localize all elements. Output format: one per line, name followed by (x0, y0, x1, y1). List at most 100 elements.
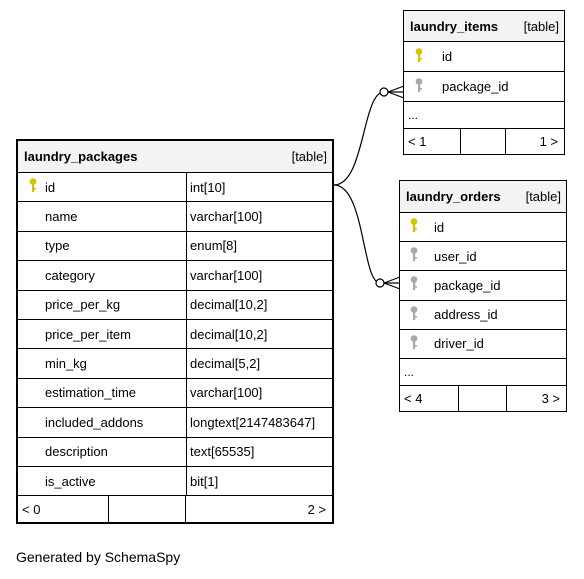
column-type: decimal[5,2] (186, 349, 332, 378)
column-row-package-id[interactable]: package_id (404, 72, 564, 102)
column-name-cell: price_per_kg (18, 291, 186, 319)
foreign-key-icon (410, 335, 418, 353)
footer-parents-count: 2 > (307, 501, 326, 517)
column-name-cell: estimation_time (18, 379, 186, 407)
crowsfoot-items-icon (379, 85, 405, 99)
table-footer: < 1 1 > (404, 129, 564, 154)
column-name: package_id (434, 277, 501, 293)
table-type: [table] (525, 189, 561, 204)
column-row-id[interactable]: id (404, 42, 564, 72)
primary-key-icon (410, 218, 418, 236)
column-name-cell: package_id (400, 271, 566, 299)
table-name: laundry_packages (24, 149, 138, 164)
column-name: estimation_time (45, 385, 137, 401)
column-name-cell: id (18, 173, 186, 201)
column-row-estimation-time[interactable]: estimation_time varchar[100] (18, 378, 332, 409)
foreign-key-icon (410, 276, 418, 294)
column-row-price-per-kg[interactable]: price_per_kg decimal[10,2] (18, 290, 332, 320)
column-name: description (45, 444, 108, 460)
column-name-cell: min_kg (18, 349, 186, 377)
column-row-user-id[interactable]: user_id (400, 242, 566, 272)
footer-children-count: < 0 (18, 496, 109, 523)
table-footer: < 0 2 > (18, 496, 332, 523)
column-row-type[interactable]: type enum[8] (18, 231, 332, 262)
column-row-id[interactable]: id int[10] (18, 173, 332, 203)
column-type: text[65535] (186, 437, 332, 466)
more-columns-indicator: ... (400, 359, 566, 386)
column-name-cell: user_id (400, 242, 566, 270)
column-type: decimal[10,2] (186, 290, 332, 319)
column-name: driver_id (434, 336, 484, 352)
column-type: int[10] (186, 173, 332, 202)
column-name-cell: id (404, 42, 564, 71)
column-type: varchar[100] (186, 261, 332, 290)
column-row-included-addons[interactable]: included_addons longtext[2147483647] (18, 408, 332, 438)
footer-spacer (461, 129, 506, 154)
table-type: [table] (523, 18, 559, 34)
footer-children-count: < 1 (404, 129, 461, 154)
column-row-id[interactable]: id (400, 213, 566, 243)
column-name-cell: type (18, 232, 186, 260)
column-name: included_addons (45, 414, 144, 430)
column-name-cell: driver_id (400, 330, 566, 358)
table-name: laundry_items (410, 18, 499, 34)
column-row-package-id[interactable]: package_id (400, 271, 566, 301)
table-name: laundry_orders (406, 189, 501, 204)
table-header: laundry_packages [table] (18, 141, 332, 173)
column-name: type (45, 238, 70, 254)
primary-key-icon (415, 47, 423, 66)
column-row-min-kg[interactable]: min_kg decimal[5,2] (18, 349, 332, 379)
column-name-cell: package_id (404, 72, 564, 101)
connector-packages-to-orders (333, 184, 381, 284)
column-name-cell: is_active (18, 467, 186, 495)
footer-parents-count: 1 > (539, 134, 558, 149)
column-type: enum[8] (186, 231, 332, 261)
footer-spacer (109, 496, 186, 523)
column-name-cell: included_addons (18, 408, 186, 436)
column-type: longtext[2147483647] (186, 408, 332, 437)
column-name: id (442, 49, 453, 64)
column-name: package_id (442, 79, 509, 94)
footer-parents-count: 3 > (541, 390, 560, 406)
column-name: id (434, 219, 445, 235)
column-name-cell: name (18, 202, 186, 230)
footer-children-count: < 4 (400, 385, 459, 411)
column-name: min_kg (45, 356, 87, 372)
column-name: price_per_item (45, 326, 131, 342)
footer-spacer (459, 385, 507, 411)
table-type: [table] (291, 149, 327, 164)
column-name-cell: category (18, 261, 186, 289)
column-name-cell: price_per_item (18, 320, 186, 348)
column-name-cell: description (18, 438, 186, 466)
column-row-address-id[interactable]: address_id (400, 301, 566, 330)
column-type: varchar[100] (186, 202, 332, 231)
column-row-description[interactable]: description text[65535] (18, 437, 332, 467)
column-name: price_per_kg (45, 297, 121, 313)
table-header: laundry_orders [table] (400, 181, 566, 213)
foreign-key-icon (410, 305, 418, 324)
connector-packages-to-items (333, 91, 385, 186)
column-name-cell: address_id (400, 301, 566, 329)
crowsfoot-orders-icon (375, 276, 401, 290)
column-type: varchar[100] (186, 378, 332, 408)
table-laundry-items[interactable]: laundry_items [table] id package_id ... <… (403, 10, 565, 155)
column-row-price-per-item[interactable]: price_per_item decimal[10,2] (18, 319, 332, 350)
table-laundry-orders[interactable]: laundry_orders [table] id user_id package_… (399, 180, 567, 412)
more-columns-indicator: ... (404, 102, 564, 129)
column-row-category[interactable]: category varchar[100] (18, 261, 332, 291)
table-header: laundry_items [table] (404, 11, 564, 42)
column-name: id (45, 179, 56, 195)
foreign-key-icon (410, 247, 418, 265)
column-name: address_id (434, 307, 498, 323)
column-name: category (45, 267, 95, 283)
column-type: bit[1] (186, 466, 332, 496)
column-name-cell: id (400, 213, 566, 241)
primary-key-icon (29, 178, 37, 196)
column-type: decimal[10,2] (186, 319, 332, 349)
table-footer: < 4 3 > (400, 385, 566, 411)
column-row-driver-id[interactable]: driver_id (400, 330, 566, 359)
